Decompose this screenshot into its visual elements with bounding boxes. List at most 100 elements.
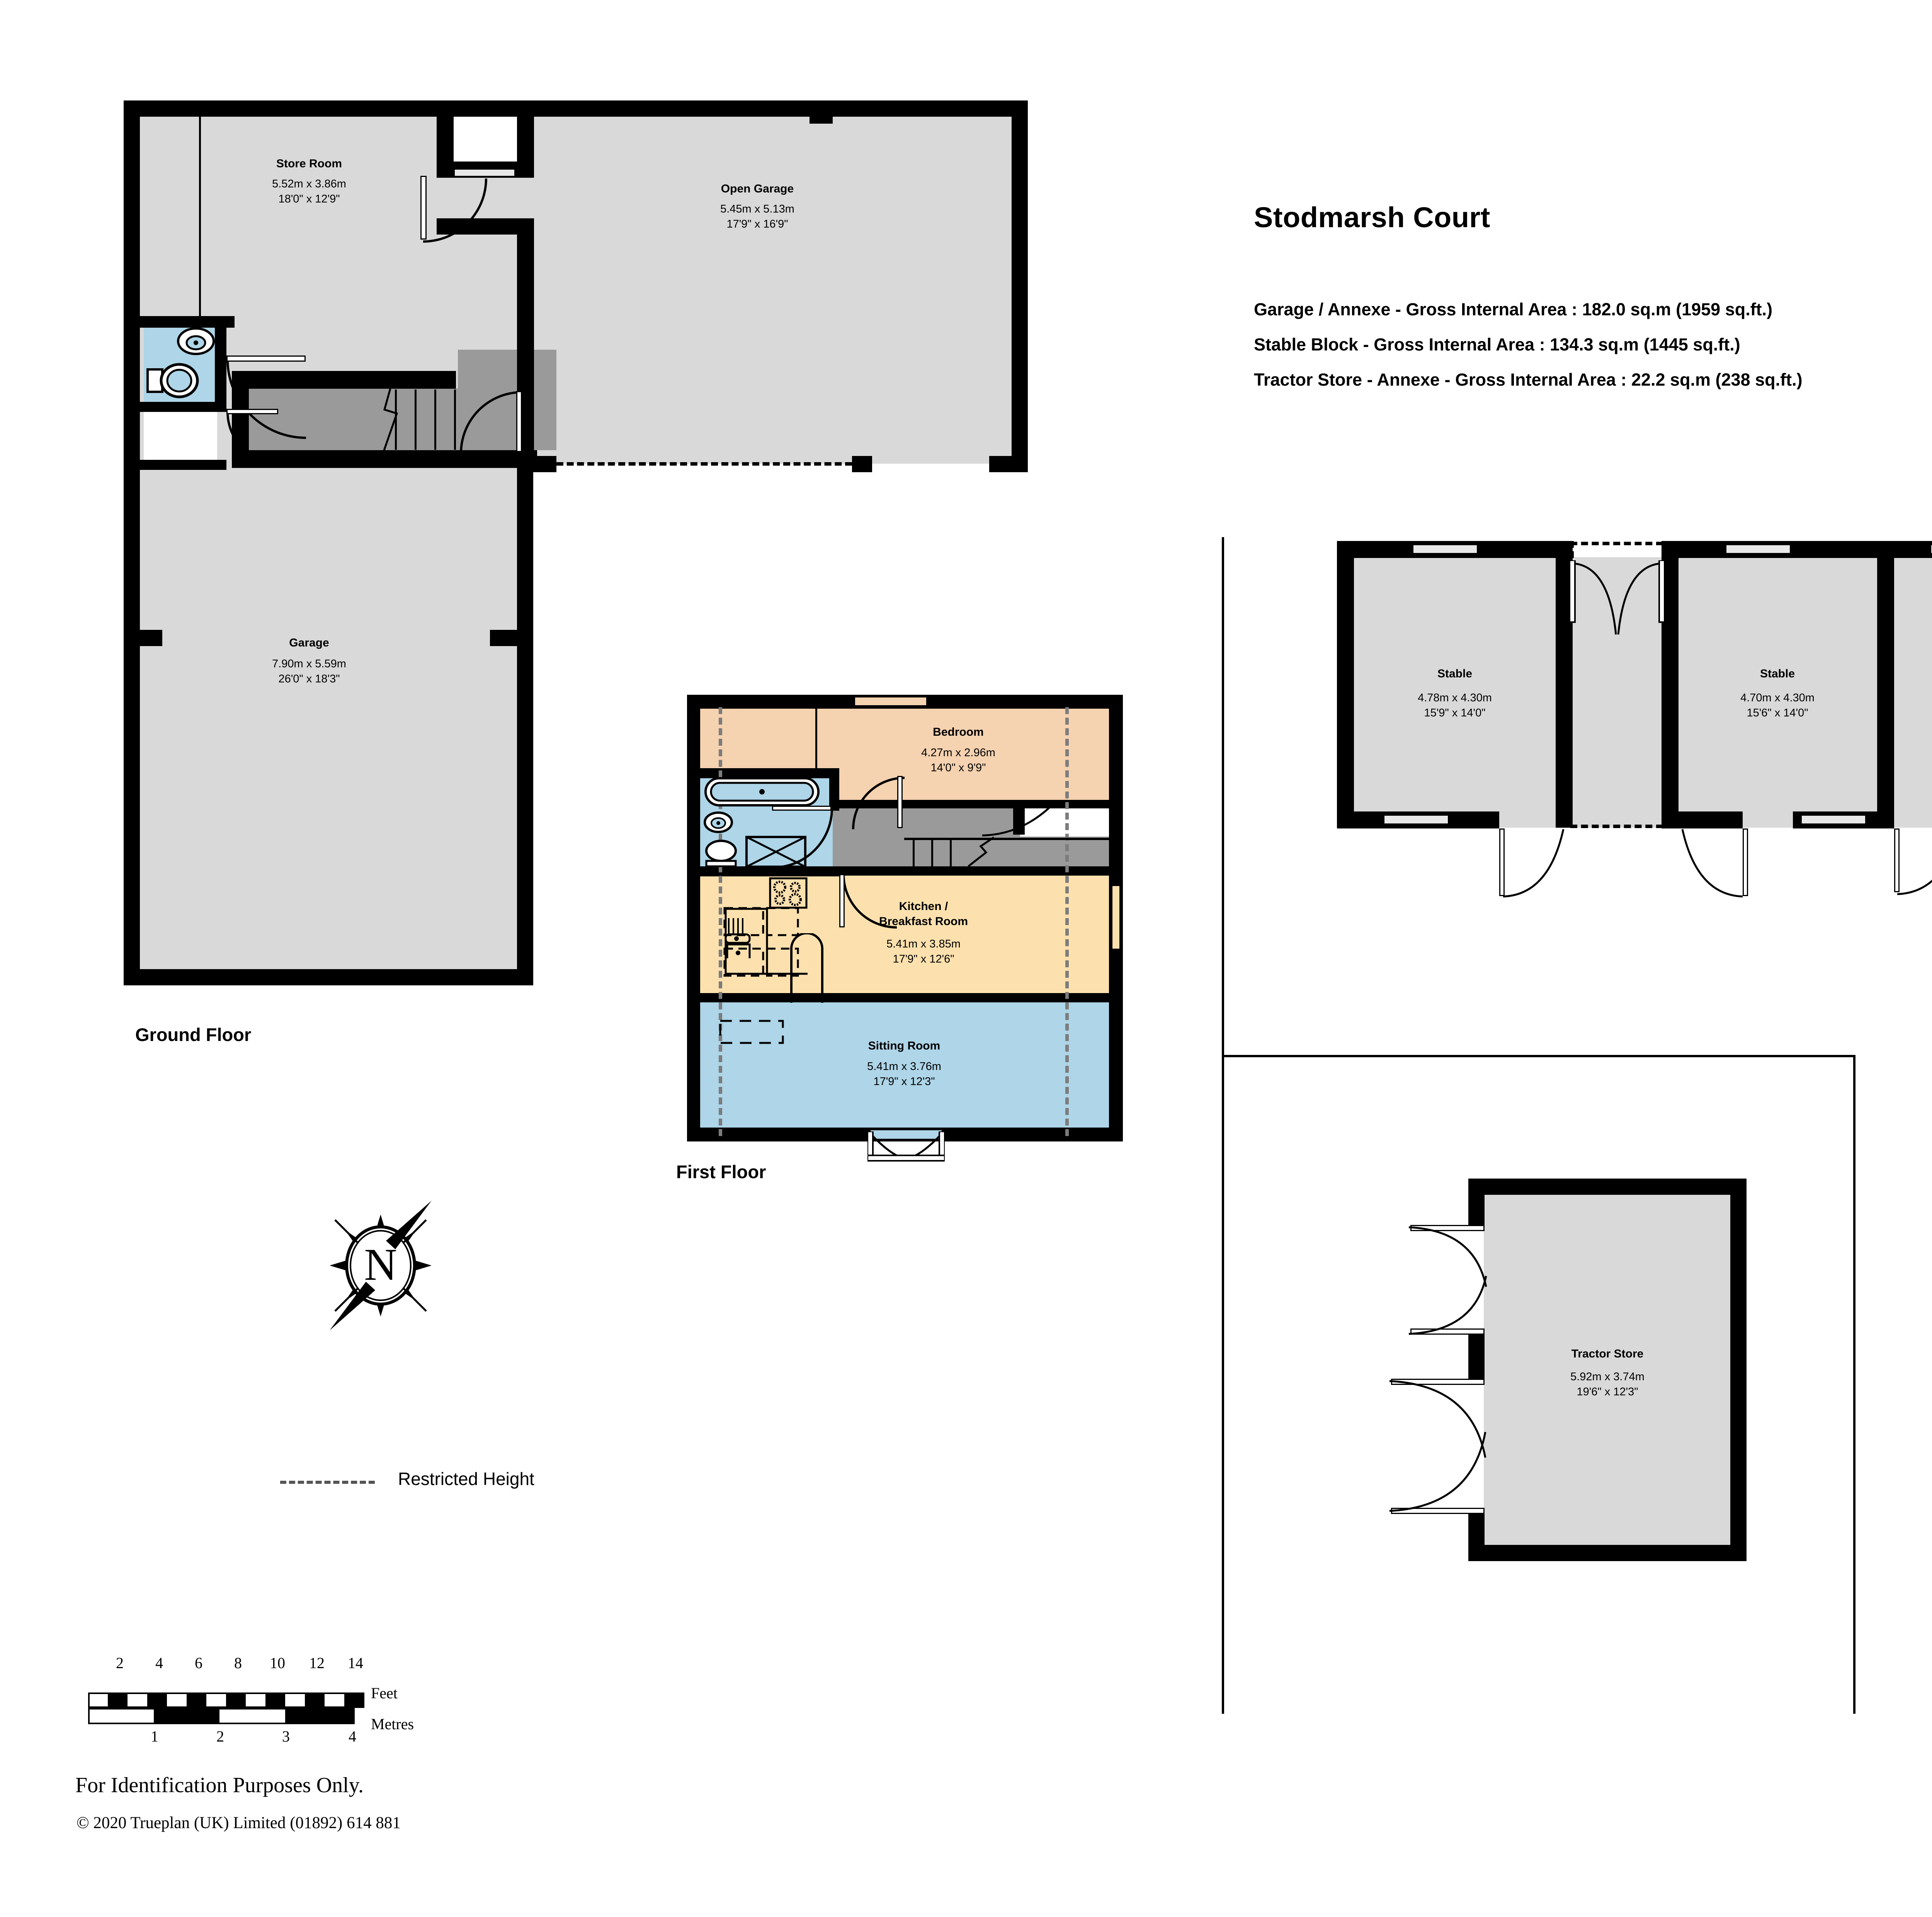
- bathroom-basin-icon: [704, 811, 733, 833]
- stable-2-imperial: 15'6" x 14'0": [1747, 707, 1808, 719]
- bedroom-imperial: 14'0" x 9'9": [930, 762, 986, 774]
- site-boundary-vertical-left: [1222, 537, 1224, 1714]
- identification-note: For Identification Purposes Only.: [75, 1773, 364, 1797]
- open-garage-metric: 5.45m x 5.13m: [720, 203, 794, 215]
- kitchen-label-line1: Kitchen /: [899, 900, 948, 913]
- scale-metre-tick-3: 3: [282, 1728, 290, 1745]
- stable-1-window-top: [1412, 544, 1478, 554]
- first-floor-title: First Floor: [676, 1162, 766, 1182]
- wall-tractor-right: [1730, 1179, 1747, 1561]
- wall-bathroom-top: [699, 768, 839, 778]
- stable-corridor-floor: [1571, 557, 1663, 828]
- stable-2-window-top: [1725, 544, 1791, 554]
- kitchen-island-outline: [790, 933, 823, 1003]
- corridor-double-doors: [1569, 560, 1665, 635]
- stair-tread-4: [454, 390, 456, 450]
- wall-ground-top: [124, 100, 1028, 117]
- wall-garage-left-jamb: [124, 630, 162, 646]
- stable-2-door-swing: [1681, 829, 1743, 898]
- site-boundary-vertical-right: [1853, 1055, 1855, 1714]
- wall-sitting-left-pier: [687, 993, 722, 1002]
- restricted-height-legend-dash: [280, 1481, 375, 1484]
- first-stair-tread-3: [950, 839, 952, 866]
- tractor-door-swing-1: [1408, 1226, 1487, 1287]
- site-boundary-horizontal: [1222, 1055, 1855, 1057]
- area-line-garage: Garage / Annexe - Gross Internal Area : …: [1254, 299, 1773, 319]
- bathroom-door-leaf: [772, 806, 832, 811]
- store-room-imperial: 18'0" x 12'9": [278, 193, 340, 205]
- stable-2-floor: [1677, 557, 1878, 828]
- bedroom-metric: 4.27m x 2.96m: [921, 747, 995, 759]
- wall-wc-right: [215, 316, 226, 409]
- stable-1-door-swing: [1503, 829, 1565, 898]
- bedroom-label: Bedroom: [933, 726, 984, 738]
- sitting-room-imperial: 17'9" x 12'3": [873, 1075, 935, 1088]
- store-room-window: [454, 168, 515, 177]
- stable-1-metric: 4.78m x 4.30m: [1418, 692, 1492, 704]
- tack-room-door-swing: [1897, 879, 1932, 895]
- wall-tractor-left-bottom: [1468, 1512, 1485, 1561]
- tractor-door-leaf-2: [1410, 1328, 1485, 1335]
- kitchen-metric: 5.41m x 3.85m: [886, 938, 961, 950]
- stable-2-door-leaf: [1743, 828, 1748, 896]
- scale-feet-seg-4: [226, 1694, 246, 1706]
- scale-feet-seg-2: [147, 1694, 167, 1706]
- first-stair-tread-2: [931, 839, 933, 866]
- stable-1-imperial: 15'9" x 14'0": [1424, 707, 1486, 719]
- wall-stable-bottom-2: [1662, 811, 1743, 828]
- bedroom-door-leaf: [897, 776, 903, 828]
- wall-wc-mid: [140, 402, 226, 412]
- kitchen-window: [1111, 885, 1121, 950]
- store-room-label: Store Room: [276, 157, 342, 170]
- tractor-door-swing-4: [1389, 1432, 1486, 1512]
- scale-metres-seg-1: [154, 1709, 219, 1723]
- wall-sitting-right-pier: [1086, 993, 1123, 1002]
- tack-room-label-line2: Room: [1897, 695, 1932, 709]
- scale-bar: 2 4 6 8 10 12 14 1 2 3 4 Feet Metres: [77, 1654, 464, 1785]
- garage-imperial: 26'0" x 18'3": [278, 673, 340, 685]
- scale-feet-tick-10: 10: [270, 1654, 285, 1672]
- tractor-store-metric: 5.92m x 3.74m: [1570, 1371, 1645, 1383]
- wall-openg-bottom-right: [989, 456, 1028, 472]
- stable-2-metric: 4.70m x 4.30m: [1740, 692, 1815, 704]
- tractor-door-swing-3: [1389, 1380, 1486, 1458]
- tractor-store-imperial: 19'6" x 12'3": [1577, 1386, 1638, 1398]
- tractor-store-label: Tractor Store: [1571, 1347, 1644, 1360]
- garage-floor: [139, 464, 518, 970]
- wall-wc-bottom: [140, 460, 226, 470]
- ground-floor-plan: Store Room 5.52m x 3.86m 18'0" x 12'9" O…: [0, 0, 1043, 1063]
- compass-letter-north-left: N: [364, 1239, 397, 1290]
- garage-metric: 7.90m x 5.59m: [272, 658, 346, 670]
- tractor-door-swing-2: [1408, 1276, 1487, 1335]
- scale-feet-unit-label: Feet: [371, 1684, 398, 1702]
- garage-label: Garage: [289, 636, 329, 649]
- landing-opening-arc: [982, 806, 1051, 837]
- stable-1-door-leaf: [1499, 828, 1505, 896]
- wall-openg-bottom-left: [533, 456, 556, 472]
- tractor-store-plan: Tractor Store 5.92m x 3.74m 19'6" x 12'3…: [1389, 1179, 1855, 1623]
- scale-metres-seg-2: [285, 1709, 353, 1723]
- scale-feet-seg-5: [265, 1694, 285, 1706]
- wc-basin-icon: [177, 327, 215, 355]
- scale-feet-seg-1: [108, 1694, 128, 1706]
- scale-feet-seg-7: [344, 1694, 363, 1706]
- stable-1-window-bottom: [1383, 815, 1449, 825]
- restricted-height-legend-label: Restricted Height: [398, 1469, 534, 1489]
- stable-1-label: Stable: [1437, 667, 1473, 680]
- stair-tread-2: [415, 390, 417, 450]
- bathroom-toilet-icon: [705, 840, 737, 867]
- wall-tractor-bottom: [1468, 1545, 1747, 1561]
- store-room-detail-line: [199, 117, 201, 317]
- wall-kitchen-sitting: [687, 993, 1123, 1002]
- stable-block-plan: Stable 4.78m x 4.30m 15'9" x 14'0" Stabl…: [1337, 541, 1932, 1662]
- first-stair-direction-arrow: [968, 836, 995, 867]
- scale-feet-tick-12: 12: [309, 1654, 325, 1672]
- scale-metre-tick-2: 2: [216, 1728, 224, 1745]
- sitting-room-window: [869, 1129, 943, 1140]
- wall-ground-left-lower: [124, 464, 140, 985]
- scale-feet-tick-8: 8: [234, 1654, 242, 1672]
- sitting-room-french-doors: [867, 1131, 945, 1162]
- kitchen-sink-icon: [724, 918, 751, 958]
- scale-metres-unit-label: Metres: [371, 1715, 414, 1733]
- wc-door-leaf: [226, 356, 306, 362]
